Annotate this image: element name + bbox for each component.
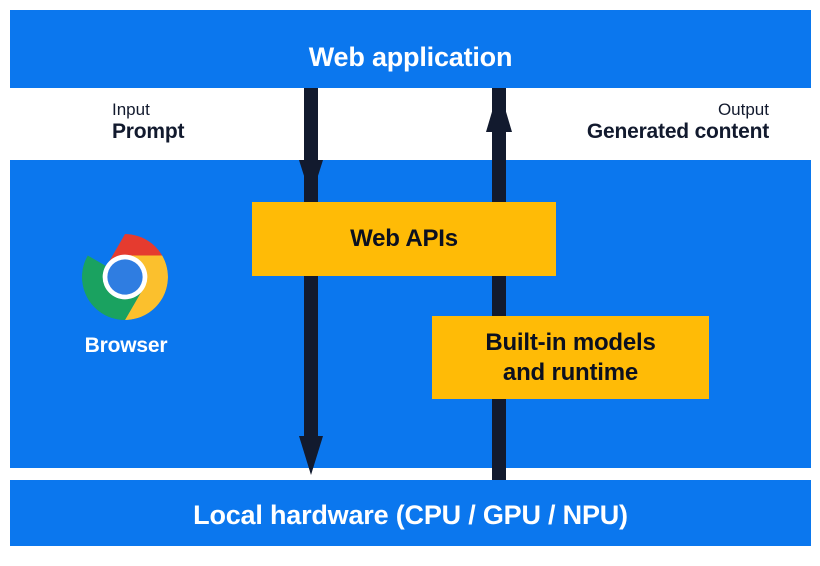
builtin-models-label: Built-in models and runtime bbox=[485, 328, 656, 387]
browser-identity-group: Browser bbox=[82, 234, 170, 358]
builtin-models-line1: Built-in models bbox=[485, 329, 656, 357]
band-web-application: Web application bbox=[10, 10, 811, 88]
input-kind: Input bbox=[112, 100, 150, 119]
output-value: Generated content bbox=[586, 120, 769, 144]
builtin-models-line2: and runtime bbox=[502, 358, 639, 386]
output-label: Output Generated content bbox=[587, 100, 769, 145]
input-value: Prompt bbox=[112, 120, 185, 144]
chrome-logo-icon bbox=[82, 234, 168, 320]
box-web-apis[interactable]: Web APIs bbox=[252, 202, 556, 276]
box-builtin-models[interactable]: Built-in models and runtime bbox=[432, 316, 709, 399]
web-application-title: Web application bbox=[308, 42, 513, 72]
local-hardware-title: Local hardware (CPU / GPU / NPU) bbox=[193, 500, 628, 530]
web-apis-label: Web APIs bbox=[350, 225, 458, 253]
input-label: Input Prompt bbox=[112, 100, 185, 145]
browser-caption: Browser bbox=[84, 334, 168, 357]
output-kind: Output bbox=[717, 100, 769, 119]
band-local-hardware: Local hardware (CPU / GPU / NPU) bbox=[10, 480, 811, 546]
